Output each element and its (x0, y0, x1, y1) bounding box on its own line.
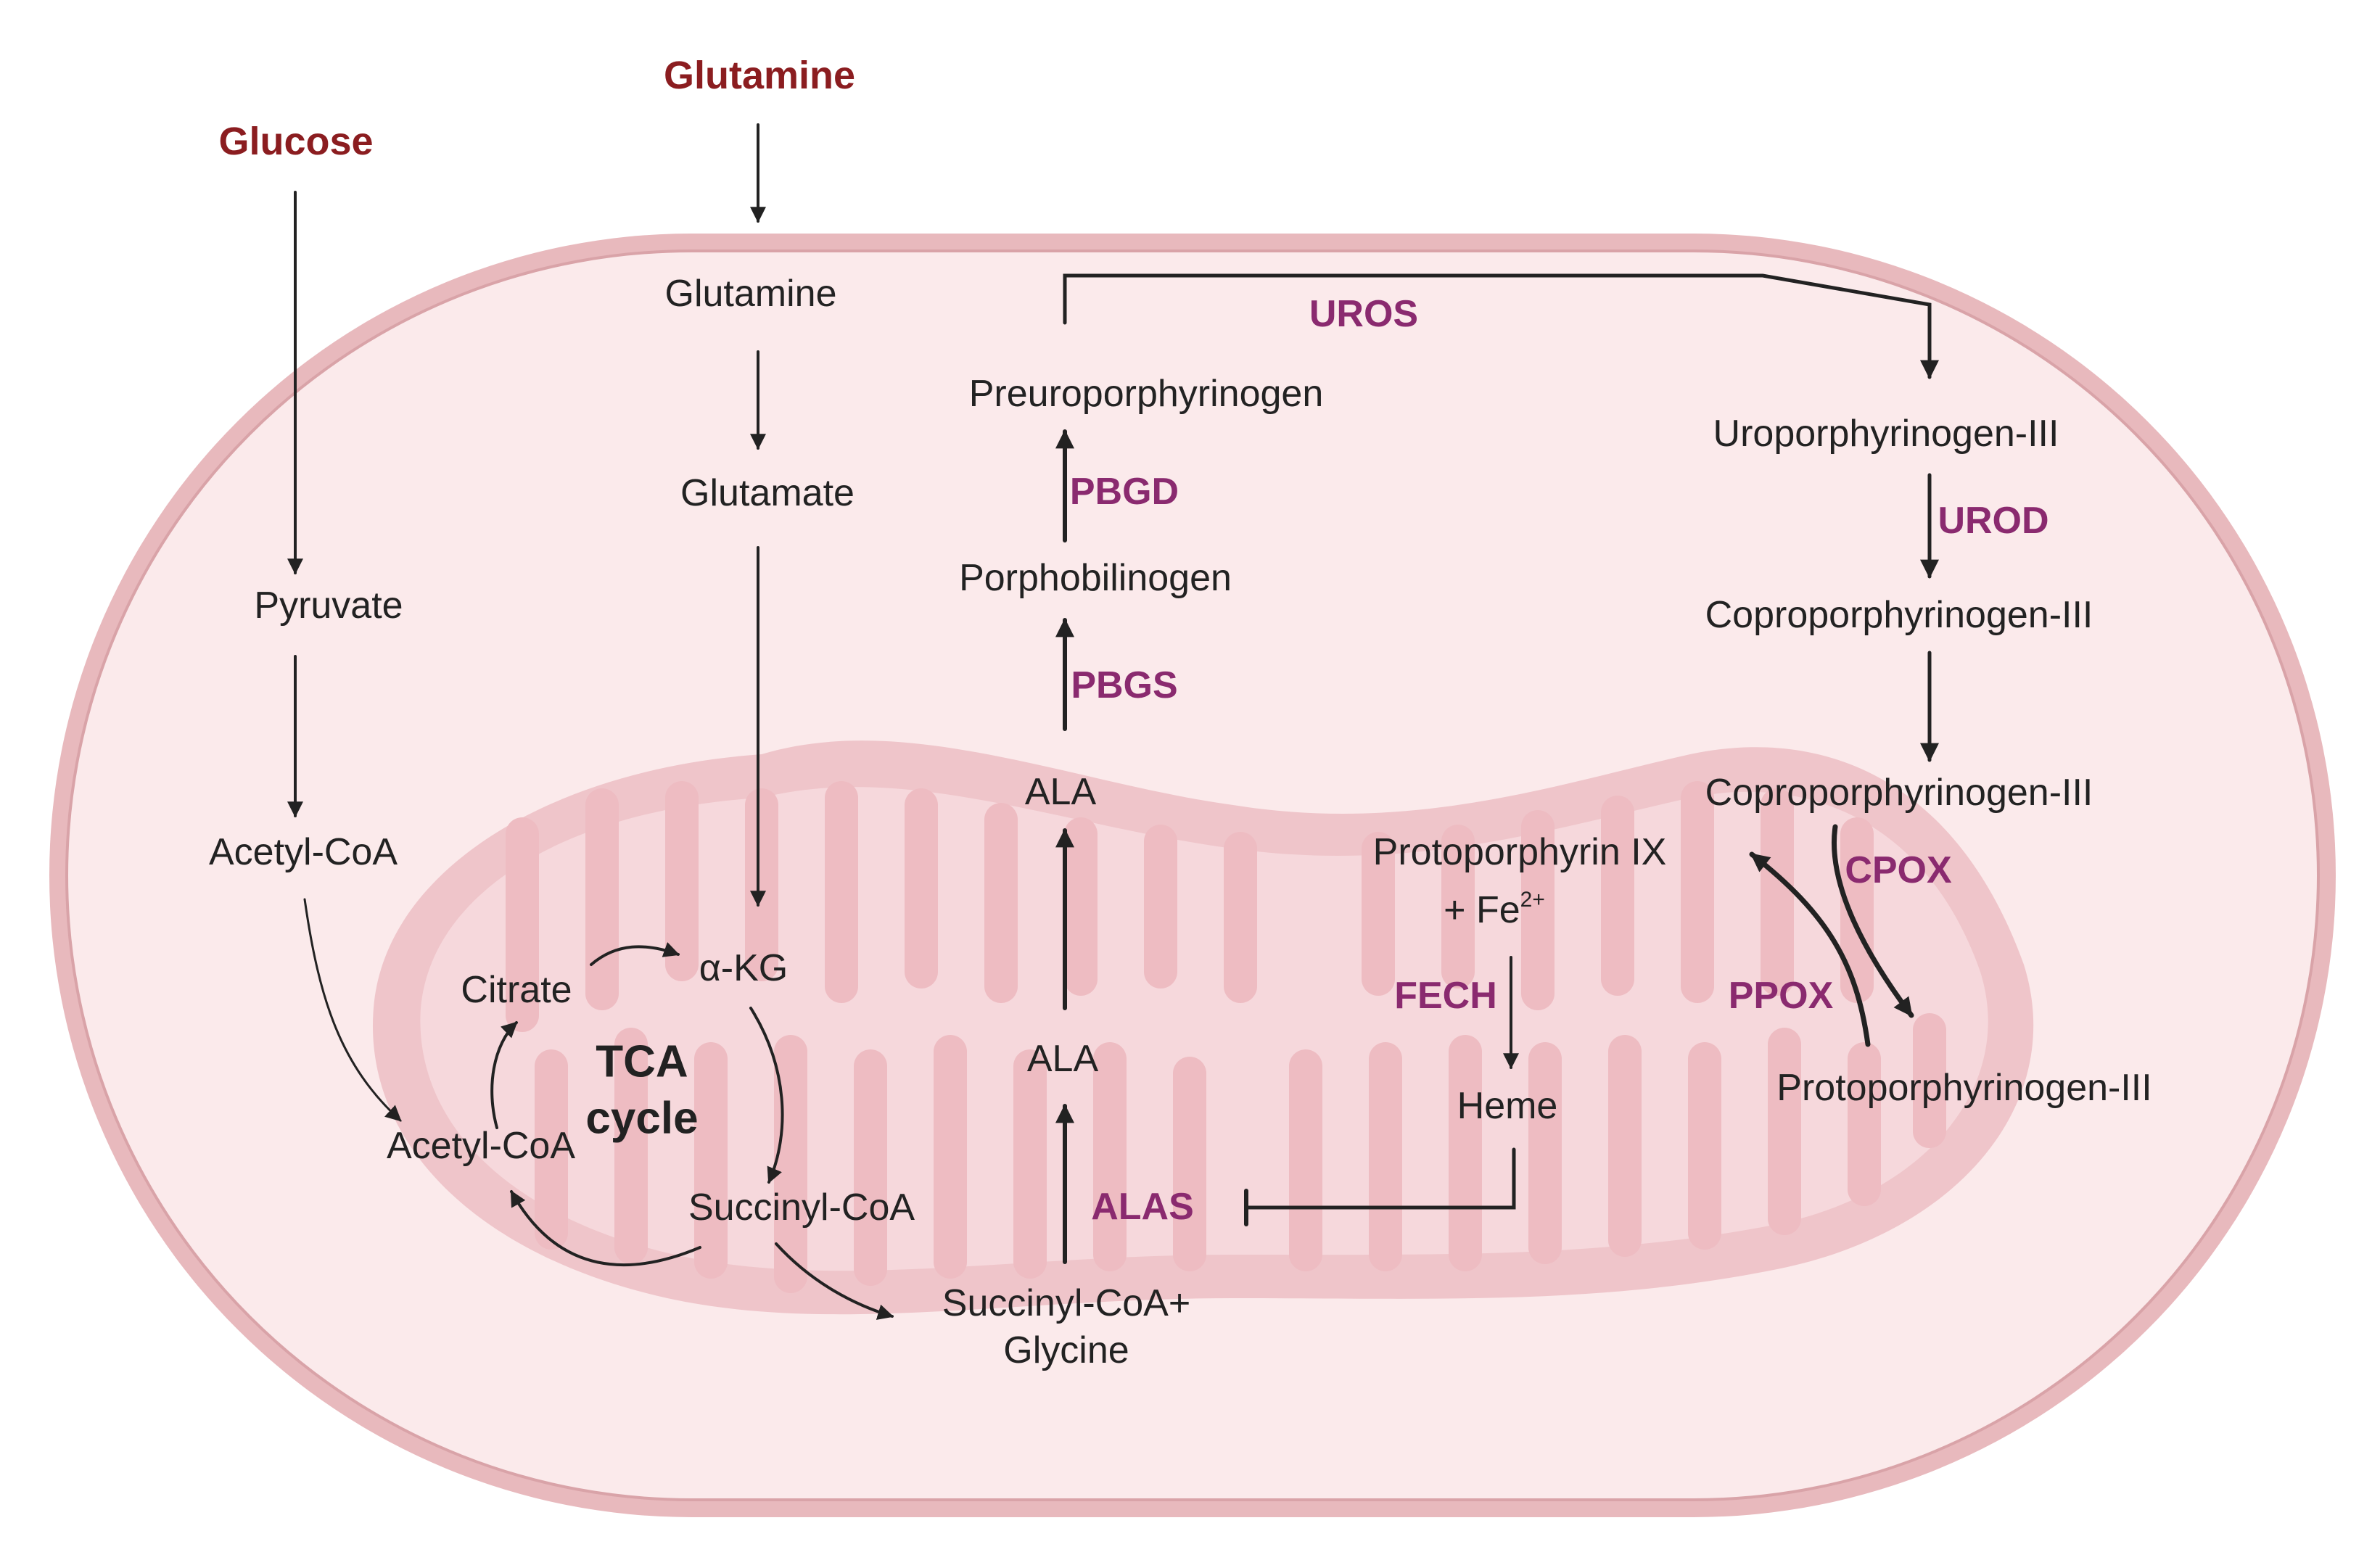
arrow-succinylcoa-to-glycine (775, 1242, 894, 1320)
arrow-cpox (1831, 824, 1914, 1018)
pathway-arrows (287, 123, 1939, 1320)
citrate-label: Citrate (461, 969, 572, 1011)
ala-cytosol-label: ALA (1024, 771, 1097, 813)
uroporphyrinogen-iii-label: Uroporphyrinogen-III (1713, 413, 2059, 455)
arrow-succinylcoa-to-acetylcoa (510, 1190, 701, 1267)
heme-label: Heme (1457, 1085, 1558, 1127)
cristae (506, 781, 1946, 1293)
enzyme-fech: FECH (1394, 975, 1497, 1017)
acetyl-coa-cytosol-label: Acetyl-CoA (208, 831, 398, 873)
mitochondrion-inner-space (420, 787, 1988, 1271)
iron-charge: 2+ (1520, 888, 1545, 912)
acetyl-coa-mito-label: Acetyl-CoA (386, 1125, 576, 1167)
enzyme-pbgs: PBGS (1071, 664, 1178, 706)
mitochondrion (372, 740, 2034, 1315)
protoporphyrin-ix-label: Protoporphyrin IX (1372, 831, 1667, 873)
alpha-kg-label: α-KG (699, 947, 788, 989)
glucose-source-label: Glucose (218, 120, 374, 163)
preuroporphyrinogen-label: Preuroporphyrinogen (968, 373, 1324, 415)
arrow-acetylcoa-to-citrate (490, 1021, 518, 1129)
iron-label: + Fe2+ (1444, 888, 1545, 931)
succinyl-coa-glycine-label: Succinyl-CoA+ Glycine (942, 1280, 1190, 1374)
heme-inhibits-alas (1245, 1147, 1516, 1210)
enzyme-alas: ALAS (1091, 1186, 1194, 1228)
iron-prefix: + Fe (1444, 889, 1520, 931)
arrow-ppox (1749, 851, 1871, 1047)
pyruvate-label: Pyruvate (254, 585, 403, 627)
enzyme-uros: UROS (1309, 293, 1419, 335)
glutamine-source-label: Glutamine (663, 54, 856, 97)
protoporphyrinogen-iii-label: Protoporphyrinogen-III (1776, 1067, 2152, 1109)
arrow-acetylcoa-to-mito (303, 898, 402, 1122)
glutamine-label: Glutamine (664, 273, 837, 315)
succinyl-coa-glycine-line1: Succinyl-CoA+ (942, 1282, 1191, 1324)
arrow-akg-to-succinylcoa (749, 1007, 784, 1184)
succinyl-coa-label: Succinyl-CoA (688, 1186, 915, 1229)
porphobilinogen-label: Porphobilinogen (959, 557, 1232, 599)
ala-mito-label: ALA (1026, 1038, 1099, 1080)
arrow-citrate-to-akg (590, 942, 680, 966)
coproporphyrinogen-iii-cytosol-label: Coproporphyrinogen-III (1705, 594, 2093, 636)
succinyl-coa-glycine-line2: Glycine (1003, 1329, 1129, 1371)
tca-cycle-line1: TCA (596, 1036, 688, 1087)
enzyme-ppox: PPOX (1728, 975, 1834, 1017)
arrow-uros (1063, 273, 1939, 379)
enzyme-cpox: CPOX (1845, 849, 1952, 891)
tca-cycle-line2: cycle (585, 1093, 699, 1143)
enzyme-urod: UROD (1938, 500, 2049, 542)
glutamate-label: Glutamate (680, 472, 855, 514)
coproporphyrinogen-iii-mito-label: Coproporphyrinogen-III (1705, 772, 2093, 814)
tca-cycle-label: TCA cycle (585, 1034, 698, 1147)
enzyme-pbgd: PBGD (1069, 471, 1179, 513)
